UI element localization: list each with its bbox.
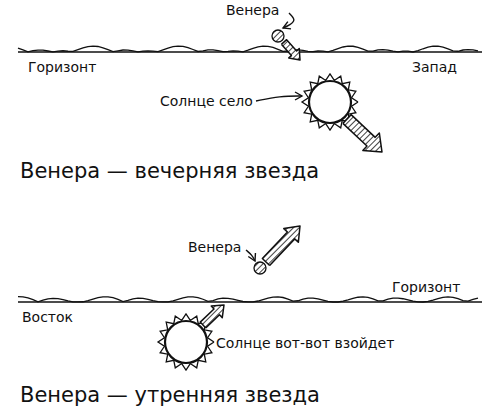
leader-arrowhead bbox=[283, 22, 291, 29]
horizon-mountains bbox=[18, 46, 478, 52]
leader-line bbox=[256, 96, 302, 101]
leader-arrowhead bbox=[295, 92, 302, 100]
planet-label: Венера bbox=[226, 3, 279, 18]
horizon-label: Горизонт bbox=[28, 60, 96, 75]
horizon-line bbox=[18, 51, 482, 53]
horizon-mountains bbox=[18, 297, 478, 302]
motion-arrow bbox=[343, 115, 382, 152]
motion-arrow bbox=[281, 40, 300, 60]
motion-arrow bbox=[200, 305, 224, 328]
venus-planet bbox=[254, 262, 266, 274]
sun-label: Солнце вот-вот взойдет bbox=[216, 336, 394, 351]
horizon-line bbox=[18, 301, 482, 303]
motion-arrow bbox=[262, 226, 300, 265]
direction-label: Запад bbox=[412, 60, 457, 75]
leader-line bbox=[283, 13, 294, 28]
leader-arrowhead bbox=[248, 253, 255, 261]
caption: Венера — вечерняя звезда bbox=[20, 160, 319, 183]
direction-label: Восток bbox=[22, 310, 73, 325]
planet-label: Венера bbox=[188, 240, 241, 255]
horizon-label: Горизонт bbox=[392, 280, 460, 295]
caption: Венера — утренняя звезда bbox=[20, 384, 320, 407]
venus-planet bbox=[272, 30, 284, 42]
sun-label: Солнце село bbox=[160, 94, 253, 109]
leader-line bbox=[246, 250, 255, 261]
